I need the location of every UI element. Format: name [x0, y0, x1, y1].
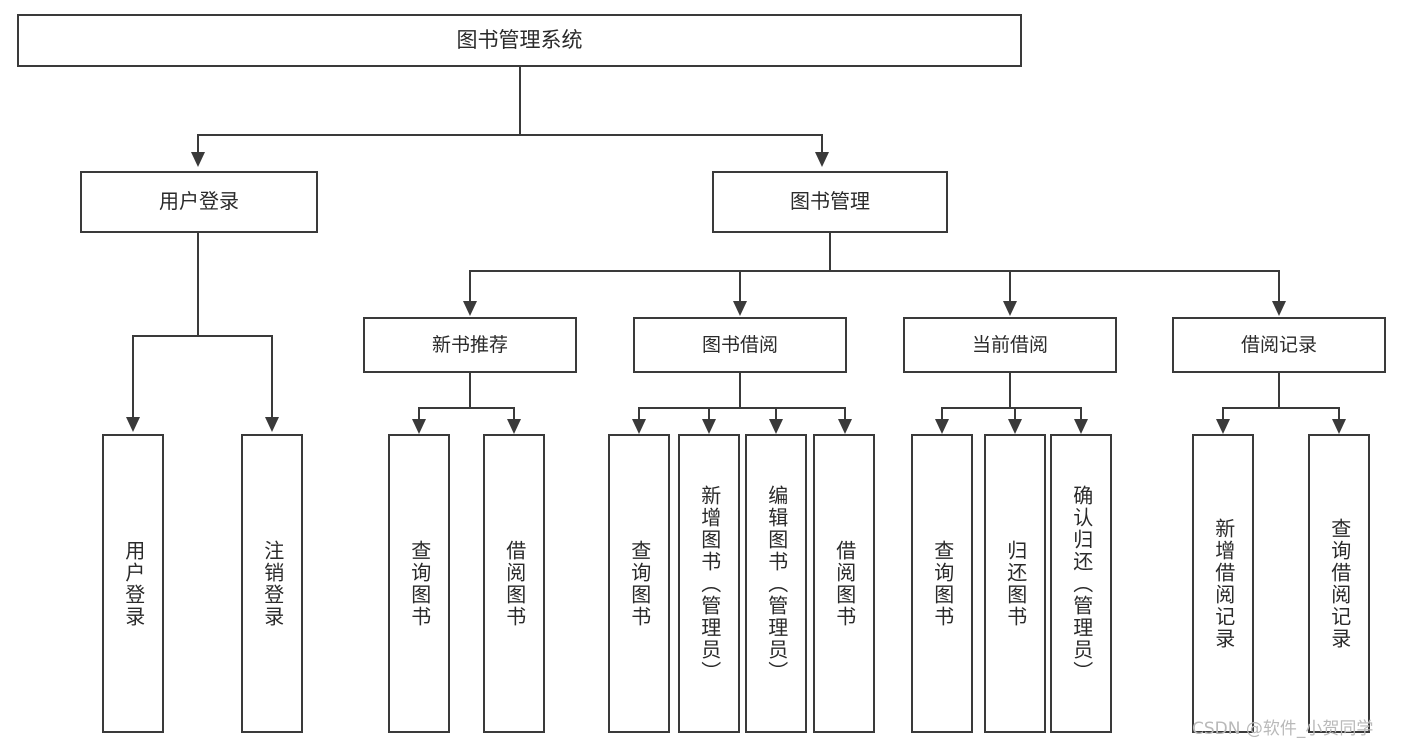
node-label: 当前借阅 — [971, 333, 1048, 356]
connector-newbooks-stem — [469, 373, 471, 409]
leaf-edit-book-admin[interactable]: 编辑图书（管理员） — [745, 434, 807, 733]
connector-login-to-leaf1 — [132, 335, 134, 417]
connector-records-to-leaf2 — [1338, 407, 1340, 419]
node-book-management[interactable]: 图书管理 — [712, 171, 948, 233]
connector-borrow-to-leaf2 — [708, 407, 710, 419]
leaf-query-books-newbooks[interactable]: 查询图书 — [388, 434, 450, 733]
arrowhead-root-to-login — [191, 152, 205, 167]
arrowhead-records-to-leaf2 — [1332, 419, 1346, 434]
connector-records-bar — [1222, 407, 1339, 409]
arrowhead-borrow-to-leaf1 — [632, 419, 646, 434]
node-label: 新书推荐 — [431, 333, 508, 356]
node-label: 新增图书（管理员） — [697, 484, 722, 683]
arrowhead-root-to-bookmgmt — [815, 152, 829, 167]
arrowhead-borrow-to-leaf4 — [838, 419, 852, 434]
node-root-library-system[interactable]: 图书管理系统 — [17, 14, 1022, 67]
node-label: 借阅记录 — [1240, 333, 1317, 356]
arrowhead-borrow-to-leaf3 — [769, 419, 783, 434]
connector-borrow-stem — [739, 373, 741, 409]
arrowhead-borrow-to-leaf2 — [702, 419, 716, 434]
node-user-login[interactable]: 用户登录 — [80, 171, 318, 233]
leaf-logout[interactable]: 注销登录 — [241, 434, 303, 733]
arrowhead-current-to-leaf2 — [1008, 419, 1022, 434]
connector-borrow-to-leaf3 — [775, 407, 777, 419]
connector-newbooks-to-leaf2 — [513, 407, 515, 419]
arrowhead-records-to-leaf1 — [1216, 419, 1230, 434]
csdn-watermark: CSDN @软件_小贺同学 — [1192, 719, 1374, 739]
connector-bookmgmt-to-newbooks — [469, 270, 471, 302]
leaf-borrow-books-newbooks[interactable]: 借阅图书 — [483, 434, 545, 733]
node-label: 用户登录 — [121, 539, 146, 628]
node-label: 确认归还（管理员） — [1069, 484, 1094, 683]
node-label: 新增借阅记录 — [1211, 517, 1236, 650]
connector-bookmgmt-to-borrow — [739, 270, 741, 302]
connector-bookmgmt-bar — [469, 270, 1279, 272]
node-label: 归还图书 — [1003, 539, 1028, 628]
arrowhead-bookmgmt-to-newbooks — [463, 301, 477, 316]
arrowhead-login-to-leaf2 — [265, 417, 279, 432]
node-book-borrow[interactable]: 图书借阅 — [633, 317, 847, 373]
arrowhead-newbooks-to-leaf2 — [507, 419, 521, 434]
leaf-user-login[interactable]: 用户登录 — [102, 434, 164, 733]
connector-current-bar — [941, 407, 1082, 409]
arrowhead-current-to-leaf1 — [935, 419, 949, 434]
arrowhead-current-to-leaf3 — [1074, 419, 1088, 434]
connector-root-to-bookmgmt — [821, 134, 823, 152]
leaf-return-books[interactable]: 归还图书 — [984, 434, 1046, 733]
node-label: 图书管理系统 — [456, 28, 583, 53]
connector-current-to-leaf2 — [1014, 407, 1016, 419]
leaf-confirm-return-admin[interactable]: 确认归还（管理员） — [1050, 434, 1112, 733]
node-label: 编辑图书（管理员） — [764, 484, 789, 683]
connector-root-stem — [519, 67, 521, 135]
connector-borrow-bar — [638, 407, 846, 409]
connector-login-to-leaf2 — [271, 335, 273, 417]
connector-bookmgmt-to-records — [1278, 270, 1280, 302]
connector-bookmgmt-to-current — [1009, 270, 1011, 302]
arrowhead-newbooks-to-leaf1 — [412, 419, 426, 434]
connector-bookmgmt-stem — [829, 233, 831, 271]
arrowhead-bookmgmt-to-records — [1272, 301, 1286, 316]
connector-root-bar — [197, 134, 822, 136]
node-label: 查询图书 — [627, 539, 652, 628]
node-borrow-records[interactable]: 借阅记录 — [1172, 317, 1386, 373]
node-label: 用户登录 — [159, 189, 239, 214]
arrowhead-bookmgmt-to-borrow — [733, 301, 747, 316]
arrowhead-bookmgmt-to-current — [1003, 301, 1017, 316]
connector-current-to-leaf3 — [1080, 407, 1082, 419]
arrowhead-login-to-leaf1 — [126, 417, 140, 432]
node-label: 借阅图书 — [832, 539, 857, 628]
node-label: 注销登录 — [260, 539, 285, 628]
leaf-query-books-borrow[interactable]: 查询图书 — [608, 434, 670, 733]
connector-records-to-leaf1 — [1222, 407, 1224, 419]
node-label: 借阅图书 — [502, 539, 527, 628]
connector-borrow-to-leaf4 — [844, 407, 846, 419]
connector-newbooks-to-leaf1 — [418, 407, 420, 419]
node-label: 查询图书 — [930, 539, 955, 628]
connector-borrow-to-leaf1 — [638, 407, 640, 419]
connector-login-stem — [197, 233, 199, 337]
leaf-add-borrow-record[interactable]: 新增借阅记录 — [1192, 434, 1254, 733]
connector-records-stem — [1278, 373, 1280, 409]
node-new-book-recommend[interactable]: 新书推荐 — [363, 317, 577, 373]
node-label: 查询借阅记录 — [1327, 517, 1352, 650]
leaf-query-borrow-record[interactable]: 查询借阅记录 — [1308, 434, 1370, 733]
connector-newbooks-bar — [418, 407, 515, 409]
leaf-query-books-current[interactable]: 查询图书 — [911, 434, 973, 733]
node-label: 图书借阅 — [701, 333, 778, 356]
connector-login-bar — [132, 335, 272, 337]
node-label: 图书管理 — [790, 189, 870, 214]
connector-current-to-leaf1 — [941, 407, 943, 419]
node-label: 查询图书 — [407, 539, 432, 628]
leaf-borrow-books[interactable]: 借阅图书 — [813, 434, 875, 733]
connector-current-stem — [1009, 373, 1011, 409]
node-current-borrow[interactable]: 当前借阅 — [903, 317, 1117, 373]
connector-root-to-login — [197, 134, 199, 152]
leaf-add-book-admin[interactable]: 新增图书（管理员） — [678, 434, 740, 733]
